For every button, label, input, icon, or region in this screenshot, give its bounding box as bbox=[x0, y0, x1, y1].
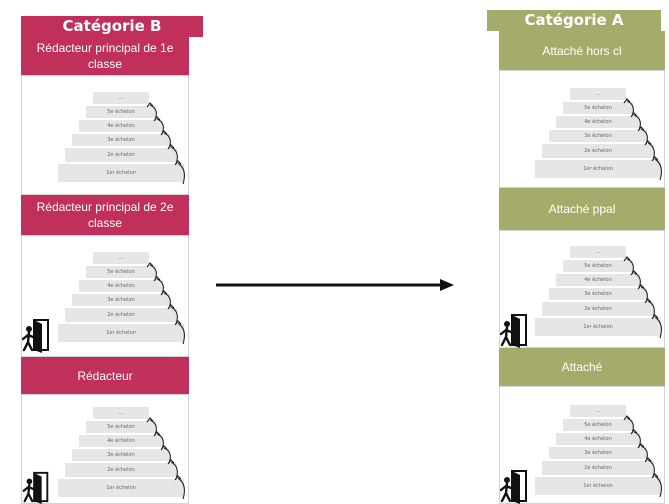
step-ellipsis: … bbox=[93, 92, 149, 104]
step-5-echelon: 5e échelon bbox=[563, 419, 633, 431]
step-2-echelon: 2e échelon bbox=[542, 302, 654, 316]
grade-b-3-label: Rédacteur bbox=[77, 368, 133, 383]
step-4-echelon: 4e échelon bbox=[79, 280, 163, 292]
step-2-echelon: 2e échelon bbox=[65, 148, 177, 162]
step-5-echelon: 5e échelon bbox=[86, 421, 156, 433]
step-1-echelon: 1er échelon bbox=[58, 479, 184, 497]
step-ellipsis: … bbox=[570, 405, 626, 417]
category-b-title: Catégorie B bbox=[21, 16, 203, 37]
right-arrow-icon bbox=[216, 279, 454, 291]
exit-door-icon bbox=[500, 314, 527, 348]
step-4-echelon: 4e échelon bbox=[556, 274, 640, 286]
step-5-echelon: 5e échelon bbox=[86, 266, 156, 278]
step-3-echelon: 3e échelon bbox=[72, 449, 170, 461]
step-3-echelon: 3e échelon bbox=[549, 130, 647, 142]
step-ellipsis: … bbox=[93, 407, 149, 419]
step-ellipsis: … bbox=[570, 246, 626, 258]
step-1-echelon: 1er échelon bbox=[535, 160, 661, 178]
curved-up-arrow-icon bbox=[651, 473, 662, 498]
step-1-echelon: 1er échelon bbox=[58, 164, 184, 182]
grade-a-1-label: Attaché hors cl bbox=[542, 43, 622, 58]
curved-up-arrow-icon bbox=[174, 160, 185, 185]
step-1-echelon: 1er échelon bbox=[58, 324, 184, 342]
step-2-echelon: 2e échelon bbox=[542, 461, 654, 475]
step-2-echelon: 2e échelon bbox=[542, 144, 654, 158]
curved-up-arrow-icon bbox=[174, 320, 185, 345]
step-4-echelon: 4e échelon bbox=[79, 120, 163, 132]
step-ellipsis: … bbox=[93, 252, 149, 264]
step-5-echelon: 5e échelon bbox=[563, 102, 633, 114]
grade-a-3-banner: Attaché bbox=[499, 348, 665, 386]
grade-a-3-label: Attaché bbox=[561, 360, 603, 374]
grade-a-2-label: Attaché ppal bbox=[548, 202, 616, 216]
grade-b-1-label: Rédacteur principal de 1e classe bbox=[36, 41, 174, 71]
grade-b-3-banner: Rédacteur bbox=[21, 357, 189, 394]
step-ellipsis: … bbox=[570, 88, 626, 100]
step-5-echelon: 5e échelon bbox=[86, 106, 156, 118]
step-4-echelon: 4e échelon bbox=[79, 435, 163, 447]
grade-b-2-label: Rédacteur principal de 2e classe bbox=[36, 200, 174, 230]
step-3-echelon: 3e échelon bbox=[549, 447, 647, 459]
step-3-echelon: 3e échelon bbox=[72, 294, 170, 306]
step-3-echelon: 3e échelon bbox=[549, 288, 647, 300]
exit-door-icon bbox=[22, 319, 49, 353]
step-2-echelon: 2e échelon bbox=[65, 463, 177, 477]
grade-b-1-banner: Rédacteur principal de 1e classe bbox=[21, 37, 189, 75]
exit-door-icon bbox=[500, 470, 527, 504]
curved-up-arrow-icon bbox=[651, 156, 662, 181]
curved-up-arrow-icon bbox=[651, 314, 662, 339]
grade-b-2-banner: Rédacteur principal de 2e classe bbox=[21, 195, 189, 235]
step-4-echelon: 4e échelon bbox=[556, 433, 640, 445]
grade-a-1-banner: Attaché hors cl bbox=[499, 31, 665, 70]
step-4-echelon: 4e échelon bbox=[556, 116, 640, 128]
step-1-echelon: 1er échelon bbox=[535, 477, 661, 495]
grade-a-2-banner: Attaché ppal bbox=[499, 188, 665, 230]
exit-door-icon bbox=[22, 471, 49, 504]
step-5-echelon: 5e échelon bbox=[563, 260, 633, 272]
category-a-title: Catégorie A bbox=[487, 10, 661, 31]
step-2-echelon: 2e échelon bbox=[65, 308, 177, 322]
step-1-echelon: 1er échelon bbox=[535, 318, 661, 336]
step-3-echelon: 3e échelon bbox=[72, 134, 170, 146]
curved-up-arrow-icon bbox=[174, 475, 185, 500]
